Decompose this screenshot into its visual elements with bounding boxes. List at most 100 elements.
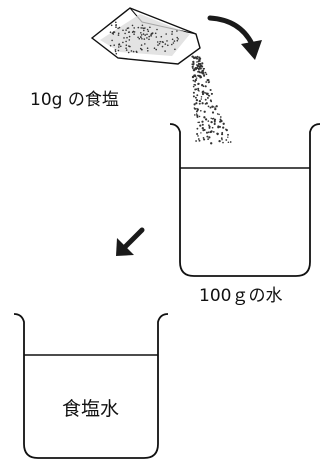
salt-grain xyxy=(144,34,146,36)
salt-grain xyxy=(196,127,199,130)
salt-grain xyxy=(211,105,214,108)
salt-grain xyxy=(203,116,206,119)
salt-grain xyxy=(212,131,215,133)
salt-grain xyxy=(124,32,126,35)
salt-grain xyxy=(198,99,202,103)
salt-grain xyxy=(194,56,198,59)
down-left-arrow-icon xyxy=(116,227,145,256)
salt-grain xyxy=(210,117,212,120)
salt-grain xyxy=(172,42,175,44)
salt-grain xyxy=(176,30,178,32)
salt-grain xyxy=(143,29,145,32)
salt-grain xyxy=(209,130,212,134)
salt-grain xyxy=(199,102,201,105)
salt-grain xyxy=(204,71,207,74)
salt-grain xyxy=(173,40,176,42)
salt-grain xyxy=(195,98,199,102)
salt-grain xyxy=(195,113,198,115)
salt-grain xyxy=(109,31,112,33)
salt-grain xyxy=(151,32,154,34)
salt-grain xyxy=(222,122,225,125)
curved-arrow-icon xyxy=(207,15,262,60)
salt-grain xyxy=(194,84,197,86)
salt-grain xyxy=(161,45,164,48)
salt-grain xyxy=(149,26,151,29)
salt-grain xyxy=(195,102,198,105)
salt-grain xyxy=(148,35,150,38)
salt-grain xyxy=(196,94,199,97)
salt-grain xyxy=(199,76,201,78)
salt-grain xyxy=(127,51,130,54)
salt-grain xyxy=(208,136,211,139)
salt-grain xyxy=(204,118,208,121)
salt-grain xyxy=(120,45,122,48)
salt-grain xyxy=(225,128,227,131)
salt-grain xyxy=(128,31,131,33)
brine-beaker xyxy=(13,313,169,459)
salt-grain xyxy=(196,66,199,70)
salt-grain xyxy=(146,28,149,31)
salt-grain xyxy=(215,105,218,108)
salt-grain xyxy=(126,36,128,39)
salt-grain xyxy=(117,32,120,35)
salt-grain xyxy=(198,56,201,59)
salt-grain xyxy=(114,49,117,51)
salt-grain xyxy=(118,46,120,48)
salt-grain xyxy=(153,47,156,49)
salt-grain xyxy=(118,26,121,29)
salt-grain xyxy=(213,122,216,126)
salt-grain xyxy=(192,67,194,70)
salt-grain xyxy=(208,124,210,127)
salt-grain xyxy=(141,38,143,40)
salt-grain xyxy=(202,69,205,72)
salt-grain xyxy=(131,24,134,27)
salt-grain xyxy=(205,102,208,105)
salt-grain xyxy=(147,50,149,52)
falling-salt-stream xyxy=(191,55,232,145)
water-beaker xyxy=(169,123,321,277)
salt-grain xyxy=(229,141,232,143)
salt-grain xyxy=(125,47,127,49)
salt-grain xyxy=(199,67,202,70)
salt-grain xyxy=(203,73,205,76)
salt-grain xyxy=(200,71,203,74)
salt-grain xyxy=(122,29,124,32)
salt-grain xyxy=(221,133,224,136)
salt-grain xyxy=(110,24,113,27)
salt-grain xyxy=(111,32,114,34)
salt-grain xyxy=(111,39,113,42)
salt-grain xyxy=(148,38,150,41)
salt-grain xyxy=(194,80,196,82)
salt-grain xyxy=(196,115,199,118)
salt-grain xyxy=(130,50,133,52)
salt-grain xyxy=(207,105,210,108)
salt-grain xyxy=(220,119,223,123)
salt-grain xyxy=(135,50,138,53)
salt-grain xyxy=(139,36,142,38)
salt-water-label: 食塩水 xyxy=(62,398,120,420)
salt-grain xyxy=(201,62,204,65)
salt-grain xyxy=(143,27,145,30)
salt-grain xyxy=(117,34,120,36)
salt-grain xyxy=(201,120,204,123)
salt-grain xyxy=(204,85,207,87)
salt-grain xyxy=(200,132,202,134)
salt-grain xyxy=(201,102,204,105)
salt-grain xyxy=(197,60,200,63)
salt-grain xyxy=(117,49,120,52)
salt-grain xyxy=(201,92,205,96)
salt-grain xyxy=(192,95,195,98)
salt-grain xyxy=(201,84,204,87)
salt-grain xyxy=(192,91,195,94)
salt-grain xyxy=(207,131,210,134)
salt-grain xyxy=(206,135,209,138)
salt-grain xyxy=(218,139,221,143)
salt-grain xyxy=(176,36,178,39)
salt-grain xyxy=(125,40,127,43)
salt-grain xyxy=(227,136,229,138)
salt-grain xyxy=(202,129,205,132)
salt-grain xyxy=(191,65,194,68)
salt-grain xyxy=(128,39,131,41)
salt-grain xyxy=(193,103,196,106)
salt-grain xyxy=(210,120,213,124)
